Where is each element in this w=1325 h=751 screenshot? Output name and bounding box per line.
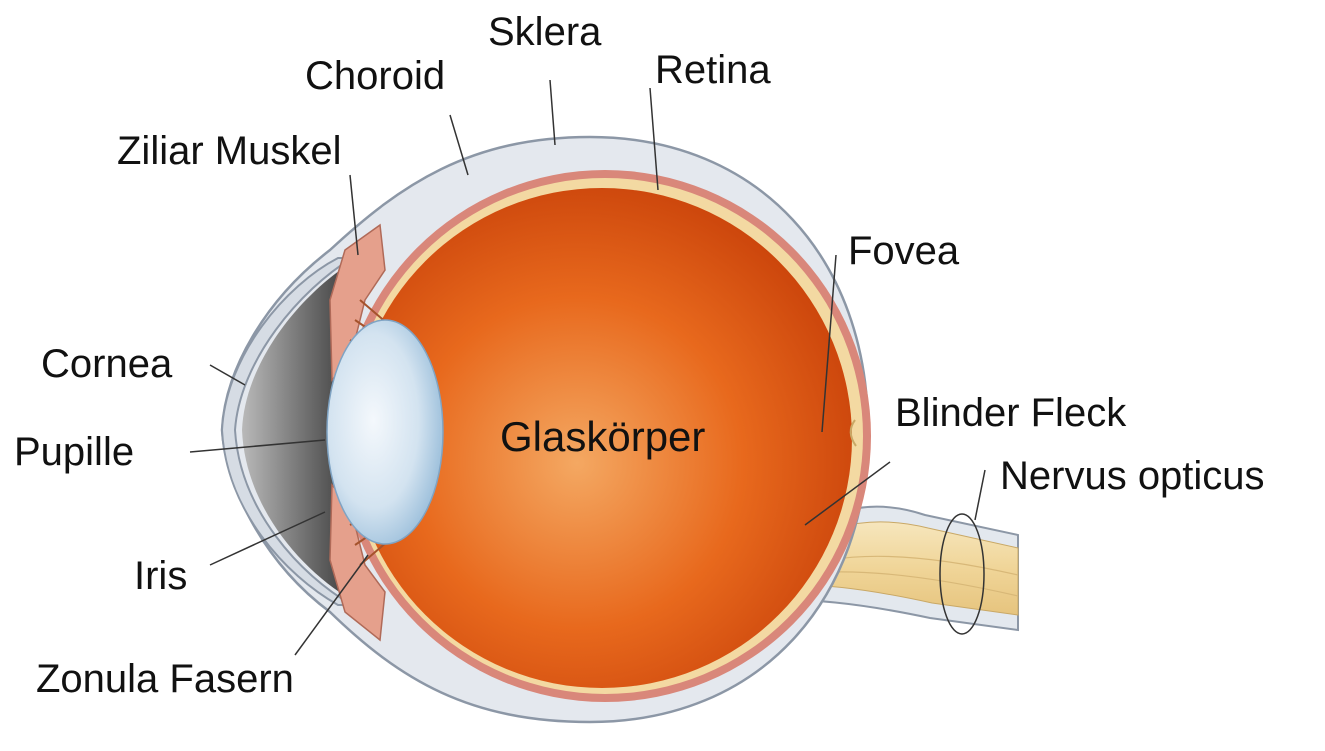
- leader-sklera: [550, 80, 555, 145]
- label-choroid: Choroid: [305, 56, 445, 96]
- label-fovea: Fovea: [848, 231, 959, 271]
- label-pupille: Pupille: [14, 432, 134, 472]
- label-iris: Iris: [134, 556, 187, 596]
- label-glaskoerper: Glaskörper: [500, 416, 705, 458]
- label-cornea: Cornea: [41, 344, 172, 384]
- label-blinder-fleck: Blinder Fleck: [895, 393, 1126, 433]
- label-nervus-opticus: Nervus opticus: [1000, 456, 1265, 496]
- label-retina: Retina: [655, 50, 771, 90]
- label-zonula-fasern: Zonula Fasern: [36, 659, 294, 699]
- leader-nervus: [975, 470, 985, 520]
- label-ziliar-muskel: Ziliar Muskel: [117, 131, 341, 171]
- lens: [327, 320, 443, 544]
- label-sklera: Sklera: [488, 12, 601, 52]
